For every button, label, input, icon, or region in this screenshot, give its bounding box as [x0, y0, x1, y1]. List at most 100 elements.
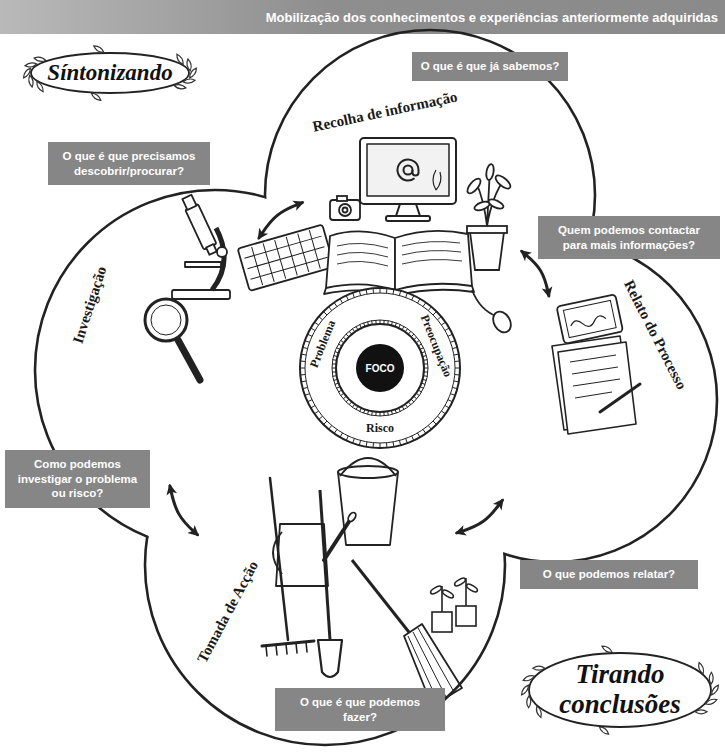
- ring-outline: [333, 375, 337, 377]
- ring-outline: [341, 340, 344, 342]
- ring-outline: [349, 402, 352, 405]
- ring-outline: [391, 322, 392, 326]
- ring-outline: [448, 334, 453, 336]
- ring-outline: [452, 347, 457, 348]
- report-papers: [552, 336, 640, 434]
- wreath-leaf: [520, 684, 530, 696]
- ring-outline: [395, 323, 396, 327]
- ring-outline: [301, 381, 306, 383]
- computer-monitor: [433, 170, 441, 190]
- question-text: O que é que já sabemos?: [421, 59, 560, 73]
- camera: [330, 196, 360, 220]
- potted-plant: [494, 173, 513, 191]
- wreath-leaf: [695, 710, 707, 714]
- wreath-leaf: [533, 666, 545, 670]
- ring-outline: [454, 354, 459, 356]
- ring-outline: [368, 322, 369, 326]
- ring-outline: [393, 442, 395, 447]
- ring-outline: [305, 394, 310, 396]
- ring-outline: [420, 387, 424, 389]
- ring-outline: [411, 334, 414, 337]
- ring-outline: [311, 328, 315, 331]
- ring-outline: [334, 429, 337, 433]
- label-holder: Tomada de Acção: [194, 558, 262, 666]
- wreath-leaf: [527, 696, 531, 708]
- ring-outline: [406, 438, 408, 443]
- ring-outline: [332, 371, 336, 372]
- watering-can: [276, 524, 328, 586]
- ring-outline: [414, 396, 417, 399]
- ring-outline: [437, 317, 441, 320]
- ring-outline: [349, 331, 352, 334]
- at-sign: [404, 166, 413, 175]
- ring-outline: [300, 361, 305, 362]
- wreath-label: Síntonizando: [25, 47, 195, 99]
- ring-outline: [340, 433, 343, 437]
- potted-plant: [465, 164, 512, 270]
- report-papers: [570, 355, 620, 398]
- ring-outline: [305, 293, 455, 443]
- focus-core-disc: [356, 344, 404, 392]
- potted-plant: [465, 177, 483, 196]
- ring-outline: [352, 404, 354, 407]
- ring-outline: [405, 404, 407, 407]
- camera: [339, 204, 351, 216]
- ring-outline: [383, 412, 384, 416]
- ring-outline: [450, 341, 455, 343]
- ring-outline: [380, 443, 381, 448]
- ring-outline: [333, 359, 337, 361]
- title-bar: Mobilização dos conhecimentos e experiên…: [0, 0, 725, 34]
- tablet: [570, 315, 607, 330]
- ring-outline: [311, 406, 315, 409]
- ring-outline: [420, 348, 424, 350]
- ring-outline: [455, 368, 460, 369]
- connector-group: [170, 203, 549, 535]
- microscope: [182, 195, 196, 210]
- ring-outline: [366, 442, 368, 447]
- wreath-leaf: [93, 44, 105, 54]
- ring-outline: [356, 326, 358, 329]
- ring-outline: [323, 311, 327, 315]
- computer-monitor: [360, 138, 456, 221]
- ring-outline: [428, 425, 431, 429]
- potted-plant: [467, 226, 507, 233]
- wreath-leaf: [535, 705, 543, 718]
- ring-outline: [364, 409, 365, 413]
- question-box: O que podemos relatar?: [520, 560, 698, 589]
- question-text: O que é que precisamos descobrir/procura…: [56, 149, 202, 178]
- ring-outline: [334, 356, 338, 357]
- ring-outline: [314, 322, 318, 325]
- computer-mouse: [490, 308, 515, 335]
- computer-monitor: [367, 144, 449, 196]
- ring-outline: [412, 436, 414, 441]
- ring-outline: [408, 402, 411, 405]
- wreath-leaf: [522, 674, 535, 682]
- ring-outline: [359, 291, 360, 296]
- ring-outline: [395, 409, 396, 413]
- seedlings: [430, 585, 443, 595]
- ring-outline: [300, 368, 305, 369]
- focus-core: FOCO: [356, 344, 404, 392]
- ring-outline: [352, 329, 354, 332]
- wreath-outline: [31, 53, 189, 93]
- microscope: [206, 244, 217, 255]
- ring-outline: [393, 289, 395, 294]
- ring-outline: [343, 337, 346, 340]
- ring-outline: [387, 321, 389, 325]
- report-papers: [558, 342, 636, 434]
- open-book: [326, 231, 395, 290]
- lobe-outline: [145, 385, 505, 745]
- wreath-leaf: [25, 62, 37, 68]
- ring-outline: [334, 302, 337, 306]
- watering-can: [273, 511, 357, 586]
- wreath-leaf: [90, 91, 102, 101]
- ring-outline: [329, 307, 332, 311]
- question-text: Como podemos investigar o problema ou ri…: [13, 457, 142, 500]
- double-arrow: [170, 486, 198, 535]
- microscope: [185, 262, 221, 267]
- microscope: [181, 194, 220, 256]
- ring-outline: [399, 324, 401, 328]
- seedlings: [466, 583, 479, 593]
- seedlings: [430, 577, 479, 632]
- keyboard: [238, 224, 335, 291]
